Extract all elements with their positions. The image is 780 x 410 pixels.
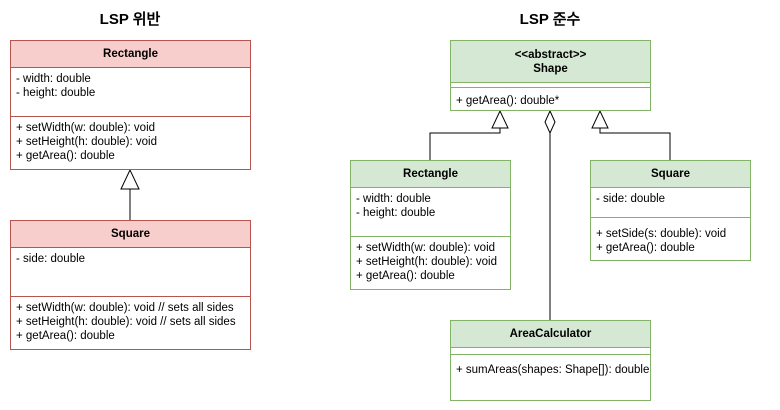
left-rectangle-class[interactable]: Rectangle - width: double - height: doub… [10,40,251,170]
class-name: Shape [533,62,568,75]
shape-class[interactable]: <<abstract>> Shape + getArea(): double* [450,40,651,111]
method: + getArea(): double [16,150,115,162]
attribute: - width: double [356,193,431,205]
method: + setWidth(w: double): void // sets all … [16,302,234,314]
right-diagram-title: LSP 준수 [519,11,581,28]
section-divider [591,217,750,218]
class-name: Square [591,161,750,188]
methods-section: + sumAreas(shapes: Shape[]): double [451,359,650,377]
method: + setHeight(h: double): void [16,136,157,148]
attributes-section: - width: double - height: double [351,188,510,220]
aggregation-arrow [544,109,556,320]
method: + getArea(): double [16,330,115,342]
methods-section: + setSide(s: double): void + getArea(): … [591,223,750,255]
class-name: AreaCalculator [451,321,650,348]
methods-section: + setWidth(w: double): void // sets all … [11,297,250,343]
methods-section: + getArea(): double* [451,91,650,108]
section-divider [451,354,650,355]
right-rectangle-class[interactable]: Rectangle - width: double - height: doub… [350,160,511,290]
method: + setWidth(w: double): void [356,242,496,254]
right-square-class[interactable]: Square - side: double + setSide(s: doubl… [590,160,751,261]
attributes-section: - width: double - height: double [11,68,250,100]
stereotype: <<abstract>> [514,48,587,61]
attribute: - height: double [16,87,96,99]
method: + setHeight(h: double): void [356,256,497,268]
class-name: Rectangle [11,41,250,68]
class-header: <<abstract>> Shape [451,41,650,83]
method: + sumAreas(shapes: Shape[]): double [456,364,650,376]
attribute: - width: double [16,73,91,85]
rectangle-to-shape-arrow [429,109,509,160]
method: + setSide(s: double): void [596,228,727,240]
attribute: - side: double [596,193,666,205]
class-name: Rectangle [351,161,510,188]
left-square-class[interactable]: Square - side: double + setWidth(w: doub… [10,220,251,350]
methods-section: + setWidth(w: double): void + setHeight(… [11,117,250,163]
attributes-section: - side: double [591,188,750,206]
class-name: Square [11,221,250,248]
left-diagram-title: LSP 위반 [99,11,161,28]
method: + getArea(): double* [456,95,560,107]
attribute: - height: double [356,207,436,219]
methods-section: + setWidth(w: double): void + setHeight(… [351,237,510,283]
attribute: - side: double [16,253,86,265]
method: + getArea(): double [356,270,455,282]
method: + getArea(): double [596,242,695,254]
attributes-section: - side: double [11,248,250,266]
area-calculator-class[interactable]: AreaCalculator + sumAreas(shapes: Shape[… [450,320,651,401]
section-divider [11,116,250,117]
section-divider [451,87,650,88]
left-inheritance-arrow [120,168,140,220]
square-to-shape-arrow [591,109,671,160]
method: + setWidth(w: double): void [16,122,156,134]
method: + setHeight(h: double): void // sets all… [16,316,236,328]
section-divider [351,236,510,237]
section-divider [11,296,250,297]
